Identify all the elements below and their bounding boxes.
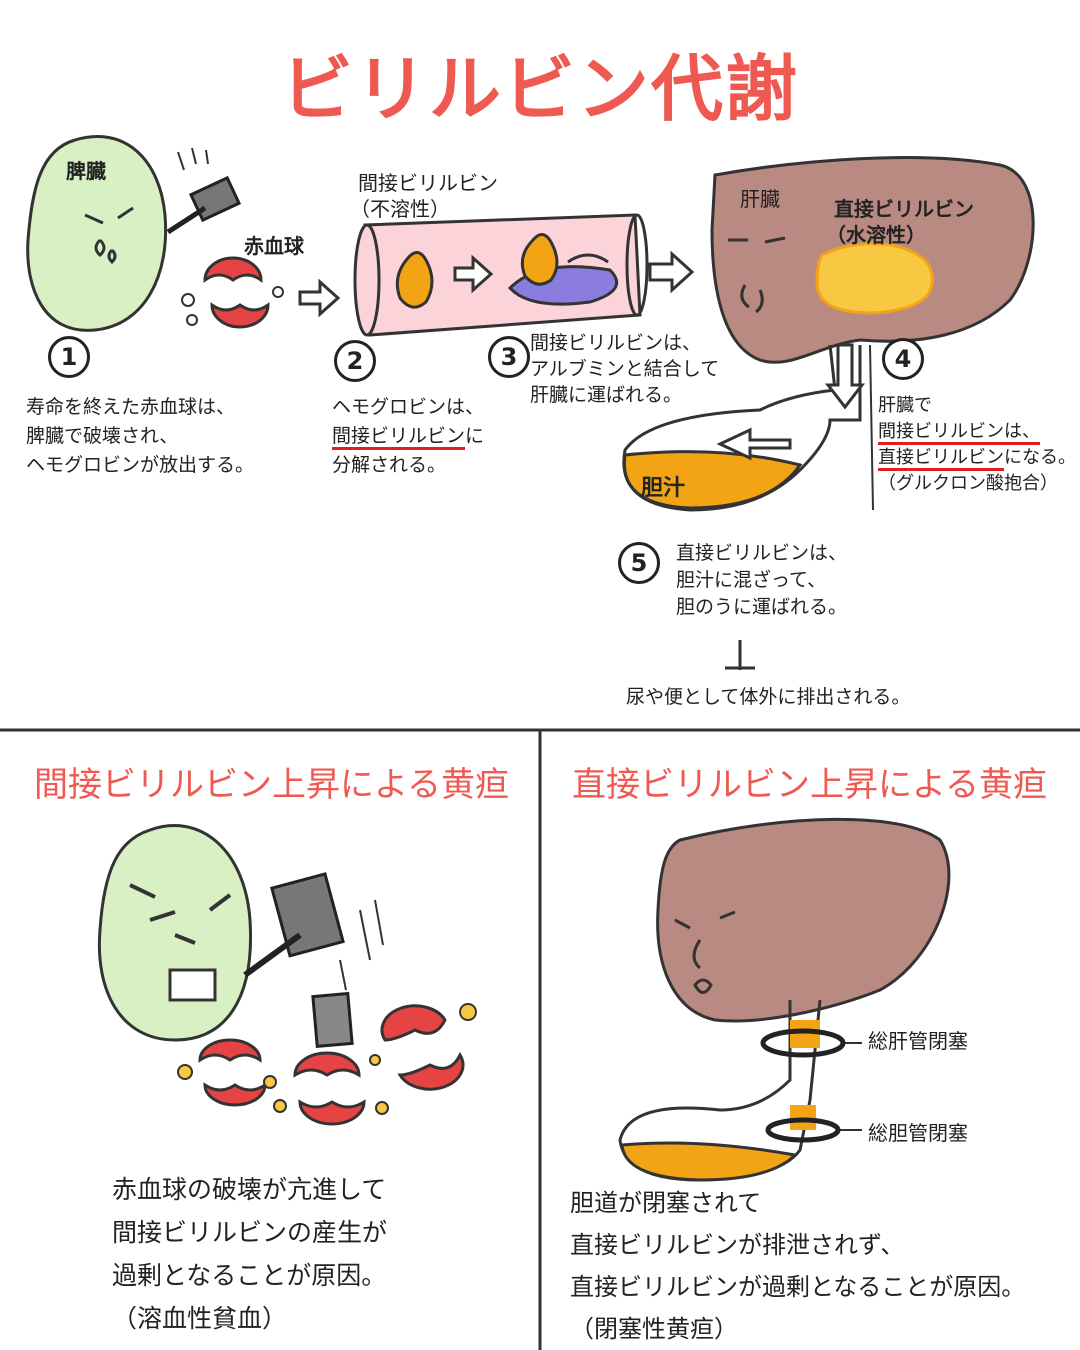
spleen-face bbox=[84, 206, 134, 265]
step-3-text: 間接ビリルビンは、 アルブミンと結合して 肝臓に運ばれる。 bbox=[530, 332, 720, 406]
hepatic-duct-clamp bbox=[760, 1028, 846, 1058]
direct-name-label: 直接ビリルビン bbox=[834, 197, 974, 221]
step-1-number: 1 bbox=[48, 336, 90, 378]
direct-note-label: （水溶性） bbox=[826, 223, 926, 247]
indirect-name-label: 間接ビリルビン bbox=[358, 171, 498, 195]
hammer-icon bbox=[166, 147, 242, 235]
common-duct-clamp bbox=[765, 1117, 841, 1143]
hepatic-duct-label: 総肝管閉塞 bbox=[868, 1029, 968, 1053]
indirect-note-label: （不溶性） bbox=[350, 197, 450, 221]
step-4-number: 4 bbox=[882, 338, 924, 380]
right-section-text: 胆道が閉塞されて 直接ビリルビンが排泄されず、 直接ビリルビンが過剰となることが… bbox=[570, 1189, 1026, 1343]
page-title: ビリルビン代謝 bbox=[280, 47, 799, 131]
spleen-label: 脾臓 bbox=[66, 159, 106, 183]
arrow-1 bbox=[298, 278, 341, 318]
rbc-label: 赤血球 bbox=[244, 234, 304, 258]
spleen-shape bbox=[26, 135, 168, 332]
angry-face bbox=[129, 883, 232, 945]
down-arrow bbox=[824, 343, 866, 410]
arrow-2 bbox=[648, 250, 695, 294]
gallbladder-bile bbox=[622, 450, 803, 510]
excretion-text: 尿や便として体外に排出される。 bbox=[626, 686, 911, 708]
excretion-arrow bbox=[725, 640, 755, 670]
step-1-text: 寿命を終えた赤血球は、 脾臓で破壊され、 ヘモグロビンが放出する。 bbox=[26, 396, 255, 476]
left-arrow bbox=[716, 427, 792, 461]
left-section-title: 間接ビリルビン上昇による黄疸 bbox=[34, 765, 509, 805]
direct-bilirubin-blob bbox=[815, 242, 934, 315]
common-duct-label: 総胆管閉塞 bbox=[868, 1121, 968, 1145]
angry-mouth bbox=[168, 968, 217, 1002]
liver-bottom-face bbox=[674, 910, 736, 994]
rbc-broken bbox=[181, 256, 284, 329]
step-4-text: 肝臓で 間接ビリルビンは、 直接ビリルビンになる。 （グルクロン酸抱合） bbox=[878, 395, 1076, 494]
angry-spleen-shape bbox=[97, 824, 253, 1042]
step-2-text: ヘモグロビンは、 間接ビリルビンに 分解される。 bbox=[332, 396, 485, 476]
gallbladder-bottom-bile bbox=[620, 1141, 799, 1182]
step-2-number: 2 bbox=[334, 340, 376, 382]
liver-bottom-shape bbox=[656, 817, 951, 1023]
liver-label: 肝臓 bbox=[740, 187, 780, 211]
step-5-text: 直接ビリルビンは、 胆汁に混ざって、 胆のうに運ばれる。 bbox=[676, 542, 848, 618]
big-hammer-icon bbox=[243, 872, 384, 1049]
right-section-title: 直接ビリルビン上昇による黄疸 bbox=[572, 765, 1047, 805]
step4-line bbox=[869, 344, 874, 511]
left-section-text: 赤血球の破壊が亢進して 間接ビリルビンの産生が 過剰となることが原因。 （溶血性… bbox=[112, 1175, 388, 1333]
step-5-number: 5 bbox=[618, 542, 660, 584]
indirect-bilirubin-tube bbox=[353, 213, 649, 337]
step-3-number: 3 bbox=[488, 336, 530, 378]
many-broken-rbc bbox=[177, 1003, 477, 1126]
liver-face bbox=[728, 236, 786, 314]
bile-label: 胆汁 bbox=[641, 476, 686, 501]
